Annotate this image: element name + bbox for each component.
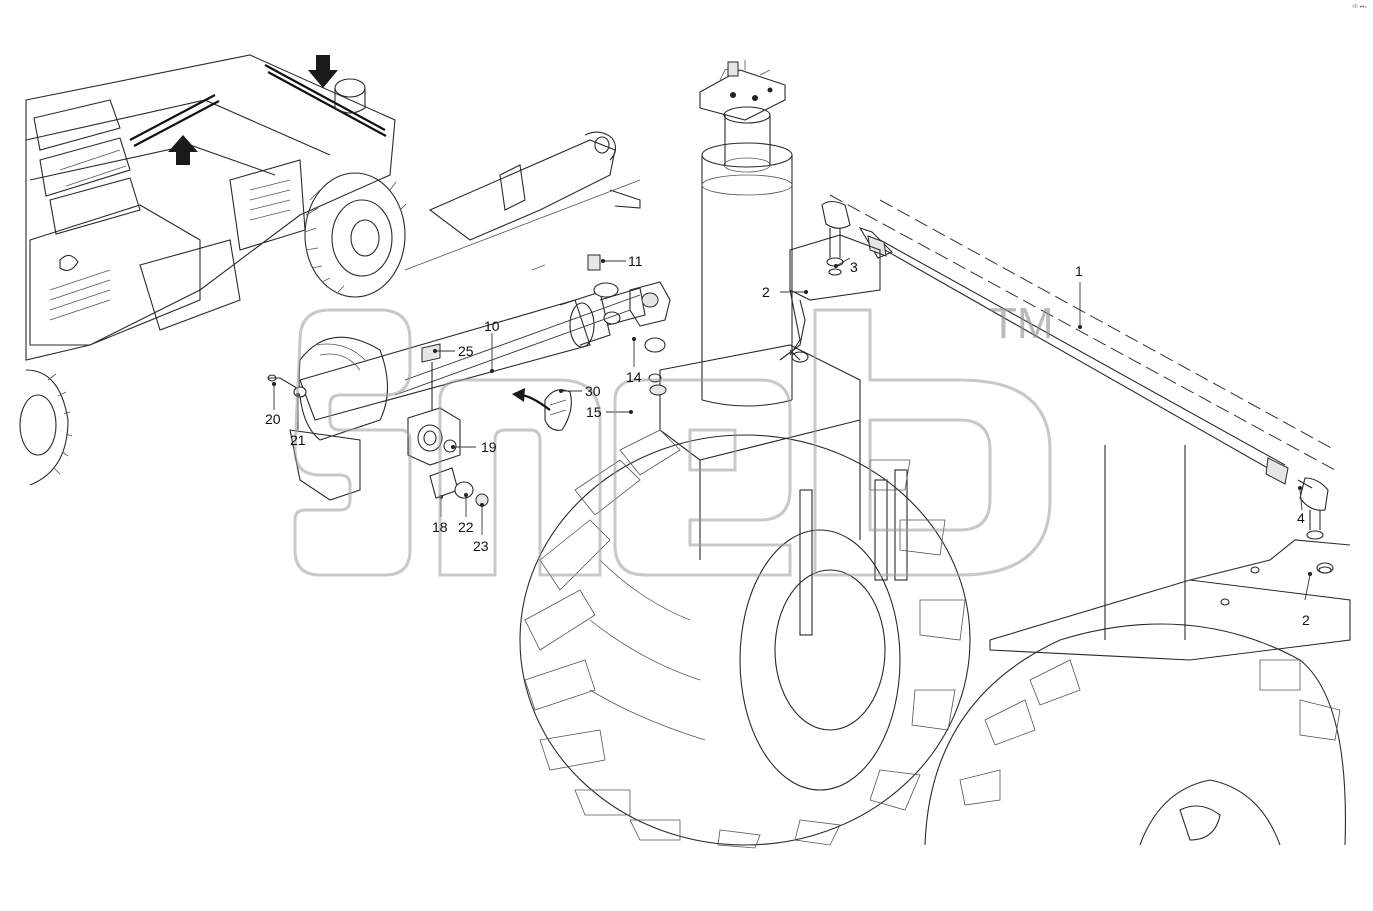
- callout-30: 30: [585, 383, 601, 399]
- callout-10: 10: [484, 318, 500, 334]
- callout-15: 15: [586, 404, 602, 420]
- callout-14: 14: [626, 369, 642, 385]
- callout-11: 11: [628, 253, 643, 269]
- callout-2: 2: [1302, 612, 1310, 628]
- hydraulic-cylinder: [267, 254, 671, 507]
- watermark-tm: TM: [990, 299, 1054, 348]
- callout-3: 3: [850, 259, 858, 275]
- callout-23: 23: [473, 538, 489, 554]
- tie-rod: [789, 194, 1336, 574]
- callout-22: 22: [458, 519, 474, 535]
- callout-18: 18: [432, 519, 448, 535]
- callout-labels: 1 2 2 3 4 10 11 14 15 18 19 20 21 22 23 …: [265, 253, 1310, 628]
- rear-tyre: [924, 445, 1351, 846]
- callout-2: 2: [762, 284, 770, 300]
- callout-4: 4: [1297, 510, 1305, 526]
- callout-25: 25: [458, 343, 474, 359]
- main-tyre: [519, 429, 971, 849]
- drawbar-frame: [404, 131, 641, 271]
- corner-mark: ᵉᵇ ••▫: [1352, 4, 1367, 11]
- callout-21: 21: [290, 432, 306, 448]
- callout-20: 20: [265, 411, 281, 427]
- callout-1: 1: [1075, 263, 1083, 279]
- machine-overview: [19, 54, 407, 486]
- callout-19: 19: [481, 439, 497, 455]
- watermark-logo: TM: [293, 299, 1054, 577]
